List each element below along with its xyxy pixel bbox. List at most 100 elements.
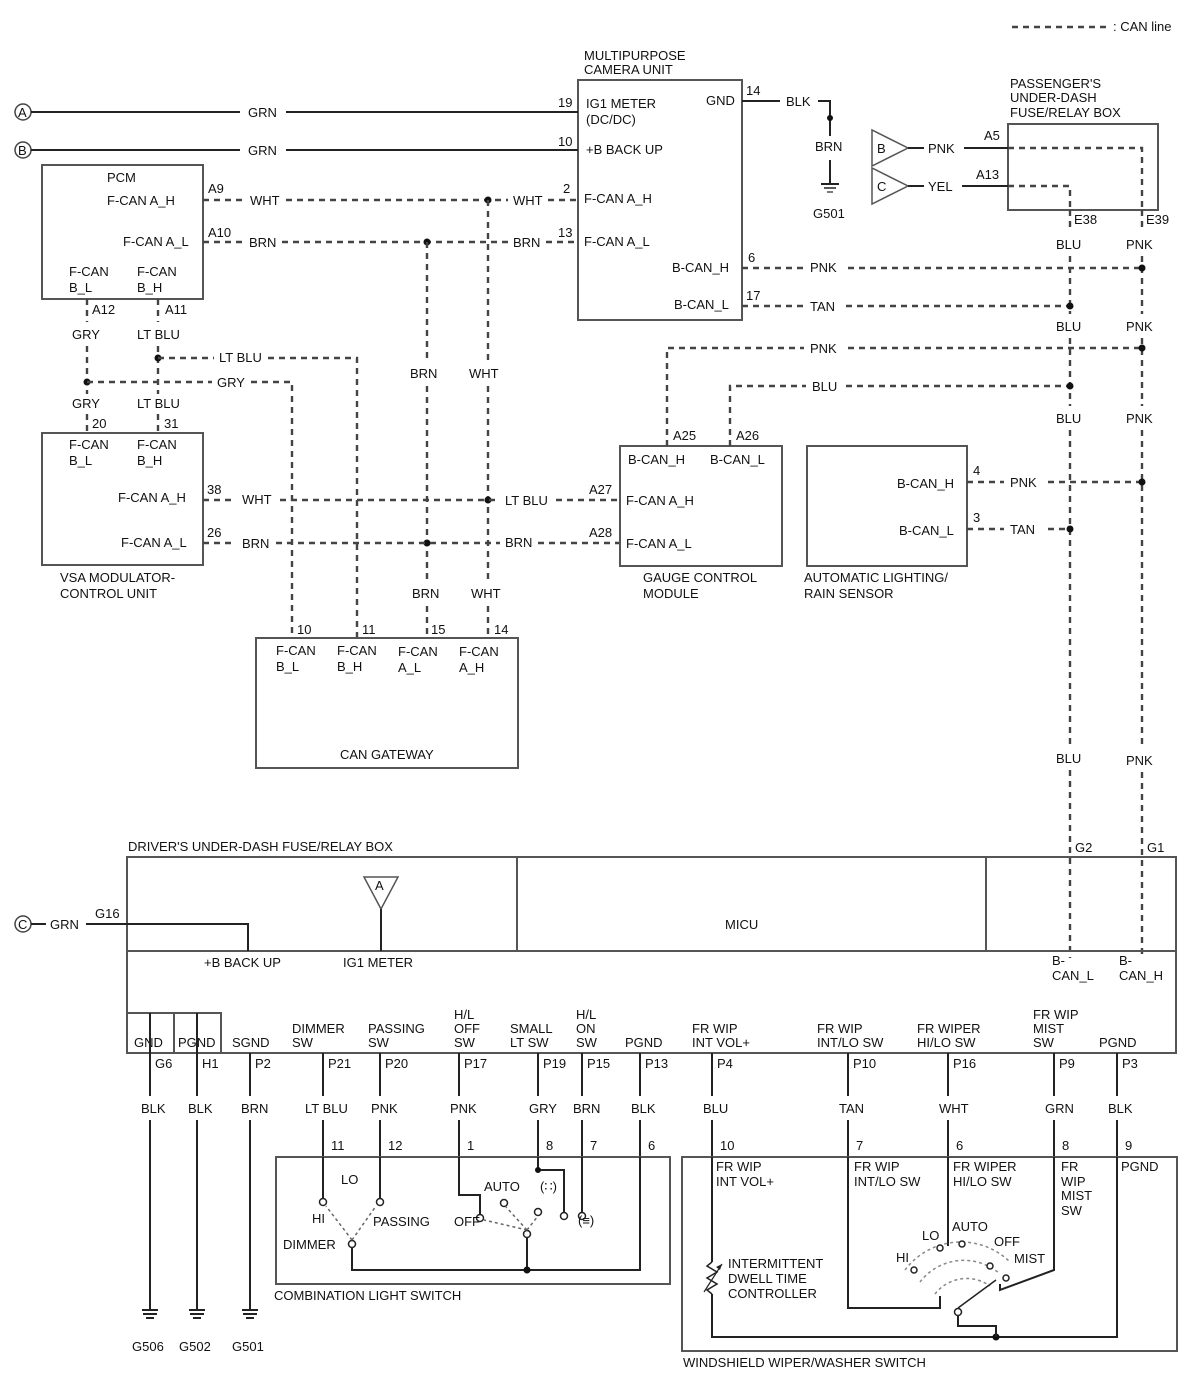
terminal-wire-color-p17: PNK: [450, 1101, 477, 1116]
combo-dimmer-label: DIMMER: [283, 1237, 336, 1252]
combo-small-label: (∷): [540, 1179, 557, 1194]
camera-ig1-sub: (DC/DC): [586, 112, 636, 127]
wire-cam-brn: BRN: [513, 235, 540, 250]
camera-pin-17: 17: [746, 288, 760, 303]
pcm-fcanal-label: F-CAN A_L: [123, 234, 189, 249]
camera-pin-6: 6: [748, 250, 755, 265]
terminal-pin-h1: H1: [202, 1056, 219, 1071]
driverbox-pin-g16: G16: [95, 906, 120, 921]
vsa-title-1: VSA MODULATOR-: [60, 570, 175, 585]
connector-b-label: B: [18, 143, 27, 158]
ground-g502: G502: [179, 1339, 211, 1354]
wire-v-pnk-2: PNK: [1126, 319, 1153, 334]
passbox-pin-e39: E39: [1146, 212, 1169, 227]
wire-gauge-blu: BLU: [812, 379, 837, 394]
wiper-mist-label-3: MIST: [1061, 1188, 1092, 1203]
pcm-pin-a10: A10: [208, 225, 231, 240]
sensor-title-2: RAIN SENSOR: [804, 586, 894, 601]
wire-cam-pnk: PNK: [810, 260, 837, 275]
terminal-name-p20: PASSING: [368, 1021, 425, 1036]
rain-sensor: B-CAN_H B-CAN_L 4 3 AUTOMATIC LIGHTING/ …: [804, 445, 980, 601]
ground-g506: G506: [132, 1339, 164, 1354]
pcm-pin-a9: A9: [208, 181, 224, 196]
camera-ground: BLK BRN G501: [742, 94, 845, 221]
pcm-pin-a11: A11: [165, 302, 187, 317]
can-gateway: 10 11 15 14 F-CAN B_L F-CAN B_H F-CAN A_…: [255, 622, 519, 769]
switch-pin-p17: 1: [467, 1138, 474, 1153]
vsa-unit: 20 31 F-CAN B_L F-CAN B_H F-CAN A_H F-CA…: [41, 416, 221, 601]
terminal-name-g6: GND: [134, 1035, 163, 1050]
terminal-name-p15: SW: [576, 1035, 598, 1050]
terminal-pin-p13: P13: [645, 1056, 668, 1071]
wiper-title: WINDSHIELD WIPER/WASHER SWITCH: [683, 1355, 926, 1370]
gateway-c2-label: F-CAN: [337, 643, 377, 658]
camera-unit: MULTIPURPOSE CAMERA UNIT IG1 METER (DC/D…: [558, 48, 760, 321]
wire-v-blu-3: BLU: [1056, 411, 1081, 426]
terminal-name-p3: PGND: [1099, 1035, 1137, 1050]
wire-pcm-ltblu: LT BLU: [137, 327, 180, 342]
switch-pin-p13: 6: [648, 1138, 655, 1153]
vsa-fcanah-label: F-CAN A_H: [118, 490, 186, 505]
terminal-wire-color-p20: PNK: [371, 1101, 398, 1116]
wire-gauge-brn: BRN: [505, 535, 532, 550]
terminal-wire-color-p9: GRN: [1045, 1101, 1074, 1116]
wiper-hilo-label: FR WIPER: [953, 1159, 1017, 1174]
wire-vsa-brn: BRN: [242, 536, 269, 551]
switch-pin-p20: 12: [388, 1138, 402, 1153]
camera-pin-14: 14: [746, 83, 760, 98]
camera-pin-13: 13: [558, 225, 572, 240]
wire-a13-yel: YEL: [928, 179, 953, 194]
terminal-name-p20: SW: [368, 1035, 390, 1050]
wire-vsa-gry: GRY: [72, 396, 100, 411]
vsa-fcanbh-label: F-CAN: [137, 437, 177, 452]
micu-title: MICU: [725, 917, 758, 932]
camera-bcanh-label: B-CAN_H: [672, 260, 729, 275]
gauge-title-2: MODULE: [643, 586, 699, 601]
wire-sensor-tan: TAN: [1010, 522, 1035, 537]
wiper-hilo-sub: HI/LO SW: [953, 1174, 1012, 1189]
pcm-title: PCM: [107, 170, 136, 185]
micu-bcanh-sub: CAN_H: [1119, 968, 1163, 983]
wiper-washer-switch: WINDSHIELD WIPER/WASHER SWITCH FR WIP IN…: [681, 1156, 1178, 1370]
terminal-wire-color-p10: TAN: [839, 1101, 864, 1116]
terminal-pin-p15: P15: [587, 1056, 610, 1071]
driverbox-pin-g2: G2: [1075, 840, 1092, 855]
wire-vsa-wht: WHT: [242, 492, 272, 507]
pcm-fcanbh-sub: B_H: [137, 280, 162, 295]
micu-terminals: GNDG6BLKG506PGNDH1BLKG502SGNDP2BRNG501DI…: [132, 1007, 1138, 1354]
pcm-fcanbh-label: F-CAN: [137, 264, 177, 279]
vsa-pin-38: 38: [207, 482, 221, 497]
terminal-pin-p3: P3: [1122, 1056, 1138, 1071]
wire-pcm-wht: WHT: [250, 193, 280, 208]
wire-pcm-gry: GRY: [72, 327, 100, 342]
gateway-c3-label: F-CAN: [398, 644, 438, 659]
fcan-b-bus: GRY GRY LT BLU LT BLU LT BLU GRY: [72, 299, 359, 638]
terminal-name-p15: H/L: [576, 1007, 596, 1022]
driver-fuse-box: DRIVER'S UNDER-DASH FUSE/RELAY BOX MICU …: [14, 839, 1177, 1054]
wiper-mist-pos-label: MIST: [1014, 1251, 1045, 1266]
wire-v-brn-2: BRN: [412, 586, 439, 601]
micu-backup-label: +B BACK UP: [204, 955, 281, 970]
terminal-wire-color-h1: BLK: [188, 1101, 213, 1116]
combination-light-switch: COMBINATION LIGHT SWITCH LO HI PASSING D…: [274, 1156, 671, 1303]
gauge-pin-a26: A26: [736, 428, 759, 443]
terminal-name-p19: SMALL: [510, 1021, 553, 1036]
terminal-wire-color-p13: BLK: [631, 1101, 656, 1116]
terminal-name-p21: DIMMER: [292, 1021, 345, 1036]
camera-fcanal-label: F-CAN A_L: [584, 234, 650, 249]
gauge-fcanah-label: F-CAN A_H: [626, 493, 694, 508]
vsa-gauge-bus: WHT LT BLU BRN BRN: [203, 492, 620, 551]
wire-gauge-pnk: PNK: [810, 341, 837, 356]
sensor-bcanl-label: B-CAN_L: [899, 523, 954, 538]
terminal-name-p16: HI/LO SW: [917, 1035, 976, 1050]
gateway-c4-sub: A_H: [459, 660, 484, 675]
vsa-pin-20: 20: [92, 416, 106, 431]
switch-pin-p19: 8: [546, 1138, 553, 1153]
terminal-pin-p4: P4: [717, 1056, 733, 1071]
camera-pin-2: 2: [563, 181, 570, 196]
micu-bcanl-label: B-: [1052, 953, 1065, 968]
wiper-auto-label: AUTO: [952, 1219, 988, 1234]
input-lines: A GRN B GRN: [14, 103, 578, 159]
gauge-pin-a27: A27: [589, 482, 612, 497]
